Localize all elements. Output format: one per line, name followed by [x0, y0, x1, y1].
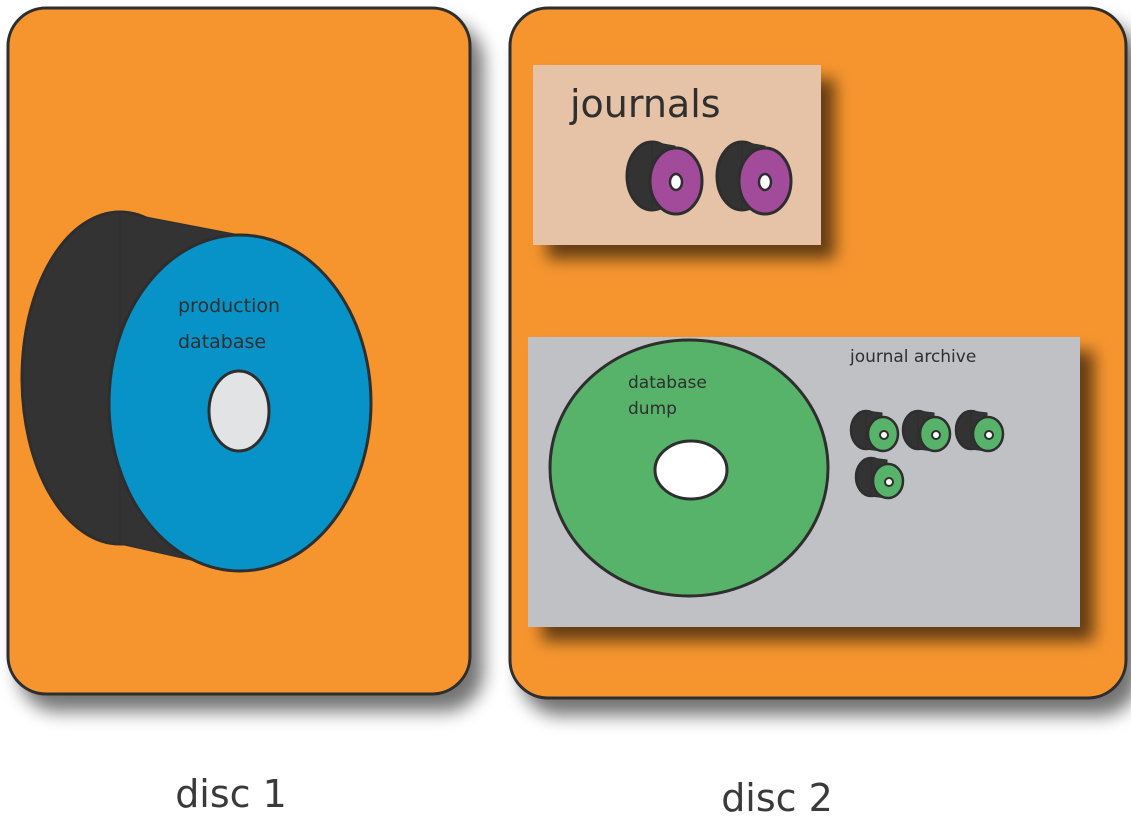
- journals-panel: journals: [533, 65, 821, 245]
- production-database-cylinder: production database: [20, 210, 373, 573]
- journal-file-2: [715, 140, 793, 216]
- database-dump-label-line2: dump: [628, 399, 677, 419]
- archive-panel: database dump journal archive: [528, 337, 1080, 627]
- journal-archive-title: journal archive: [849, 347, 976, 367]
- database-dump-hole: [653, 439, 729, 501]
- database-dump-disc: database dump: [548, 338, 830, 598]
- archived-journal-1: [849, 409, 900, 453]
- database-dump-label-line1: database: [628, 373, 707, 393]
- disc-1-caption: disc 1: [175, 772, 287, 816]
- archived-journal-3: [954, 409, 1005, 453]
- archived-journal-2: [901, 409, 952, 453]
- journal-file-1: [625, 140, 704, 216]
- journals-title: journals: [569, 82, 721, 126]
- production-database-hole: [207, 369, 271, 453]
- production-database-label-line2: database: [178, 331, 266, 353]
- disc-1: production database: [6, 6, 472, 696]
- disc-2: journals database dump: [508, 6, 1128, 700]
- disc-2-caption: disc 2: [721, 776, 833, 819]
- archived-journal-4: [854, 456, 905, 500]
- production-database-label-line1: production: [178, 295, 280, 317]
